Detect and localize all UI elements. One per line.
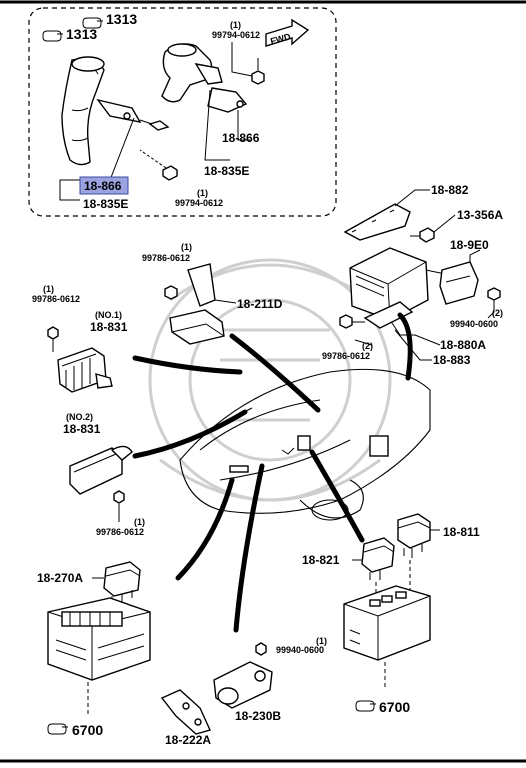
fuse-block-6700-left [47, 597, 151, 681]
bracket-18-222a [160, 689, 211, 735]
fuse-block-6700-right [343, 585, 431, 661]
module-18-9e0 [439, 261, 479, 305]
qty-99786-883: (2) [362, 341, 373, 351]
label-18-211d[interactable]: 18-211D [237, 297, 283, 311]
bolt-99786-831b [113, 490, 125, 504]
fwd-arrow: FWD [265, 18, 310, 47]
qty-99940-230b: (1) [316, 636, 327, 646]
label-18-222a[interactable]: 18-222A [165, 733, 211, 747]
ref-6700-right[interactable]: 6700 [355, 699, 410, 715]
leader-18-9e0 [469, 249, 481, 262]
code-99786-883[interactable]: 99786-0612 [322, 351, 370, 361]
code-99786-211d[interactable]: 99786-0612 [142, 253, 190, 263]
reference-hand-icon [355, 700, 376, 712]
ref-6700-right-label: 6700 [379, 699, 410, 715]
relay-18-831-no1 [57, 347, 113, 393]
screw-13-356a [410, 227, 435, 243]
label-18-866-highlighted[interactable]: 18-866 [84, 179, 122, 193]
reference-hand-icon [42, 30, 63, 42]
relay-18-831-no2 [69, 445, 133, 495]
leader-18-882 [394, 189, 430, 207]
qty-99794-left: (1) [197, 188, 208, 198]
bolt-99794-left [139, 149, 178, 181]
nut-99940-9e0 [487, 287, 501, 301]
label-18-811[interactable]: 18-811 [443, 525, 480, 539]
label-18-270a[interactable]: 18-270A [37, 571, 83, 585]
pointer-270a [175, 477, 235, 581]
label-18-831-no2[interactable]: 18-831 [63, 422, 101, 436]
label-18-821[interactable]: 18-821 [302, 553, 340, 567]
reference-hand-icon [47, 723, 68, 735]
ref-1313-top-label: 1313 [106, 11, 137, 27]
bolt-99786-211d [164, 285, 178, 300]
intake-duct-left [61, 56, 105, 166]
pointer-211d [229, 333, 321, 413]
label-13-356a[interactable]: 13-356A [457, 208, 503, 222]
code-99786-831b[interactable]: 99786-0612 [96, 527, 144, 537]
qty-99940-9e0: (2) [492, 308, 503, 318]
ref-6700-left-label: 6700 [72, 722, 103, 738]
highlight-box [79, 176, 129, 195]
label-18-880a[interactable]: 18-880A [440, 338, 486, 352]
relay-18-821 [361, 537, 395, 580]
pointer-831-no2 [132, 409, 248, 459]
label-18-866-right[interactable]: 18-866 [222, 131, 260, 145]
pointer-ecu [397, 312, 413, 381]
ref-6700-left[interactable]: 6700 [47, 722, 103, 738]
qty-99786-831: (1) [43, 284, 54, 294]
leader-18-211d [214, 299, 237, 304]
leader-13-356a [433, 214, 456, 233]
code-99794-left[interactable]: 99794-0612 [175, 198, 223, 208]
reference-hand-icon [82, 17, 103, 29]
leader-99940-9e0 [487, 300, 495, 319]
leader-99786-883 [354, 339, 373, 346]
label-18-831-no1[interactable]: 18-831 [90, 320, 128, 334]
inset-frame [28, 7, 337, 217]
pointer-230b [233, 463, 265, 633]
bolt-99794-top [251, 58, 265, 85]
label-18-9e0[interactable]: 18-9E0 [450, 238, 489, 252]
qty-99794-top: (1) [230, 20, 241, 30]
qualifier-no2: (NO.2) [66, 412, 93, 422]
label-18-882[interactable]: 18-882 [431, 183, 469, 197]
ecu-lower-bracket [363, 301, 414, 329]
label-18-835e-left[interactable]: 18-835E [83, 197, 128, 211]
ref-1313-left[interactable]: 1313 [42, 26, 97, 42]
leader-99794-top [231, 42, 253, 77]
qty-99786-831b: (1) [134, 517, 145, 527]
bracket-18-866-right [207, 87, 248, 113]
bolt-99786-831 [47, 326, 59, 352]
watermark-emblem [148, 258, 392, 502]
pointer-831-no1 [132, 355, 243, 375]
ref-1313-top[interactable]: 1313 [82, 11, 137, 29]
nut-99940-230b [255, 642, 267, 656]
code-99940-230b[interactable]: 99940-0600 [276, 645, 324, 655]
leader-right-bracket [204, 89, 250, 161]
label-18-835e-right[interactable]: 18-835E [204, 164, 249, 178]
label-18-230b[interactable]: 18-230B [235, 709, 281, 723]
intake-duct-right [161, 43, 223, 103]
bracket-18-866-left [96, 98, 170, 131]
relay-18-811 [397, 513, 431, 558]
qty-99786-211d: (1) [181, 242, 192, 252]
bolt-99786-883 [339, 314, 365, 329]
ref-1313-left-label: 1313 [66, 26, 97, 42]
qualifier-no1: (NO.1) [95, 310, 122, 320]
code-99940-9e0[interactable]: 99940-0600 [450, 319, 498, 329]
pointer-821 [309, 449, 365, 543]
ecu-bracket [343, 203, 411, 241]
leader-18-883 [394, 329, 432, 361]
code-99786-831[interactable]: 99786-0612 [32, 294, 80, 304]
code-99794-top[interactable]: 99794-0612 [212, 30, 260, 40]
sensor-18-230b [213, 661, 273, 709]
leader-18-866-left [59, 117, 135, 201]
label-18-883[interactable]: 18-883 [433, 353, 471, 367]
